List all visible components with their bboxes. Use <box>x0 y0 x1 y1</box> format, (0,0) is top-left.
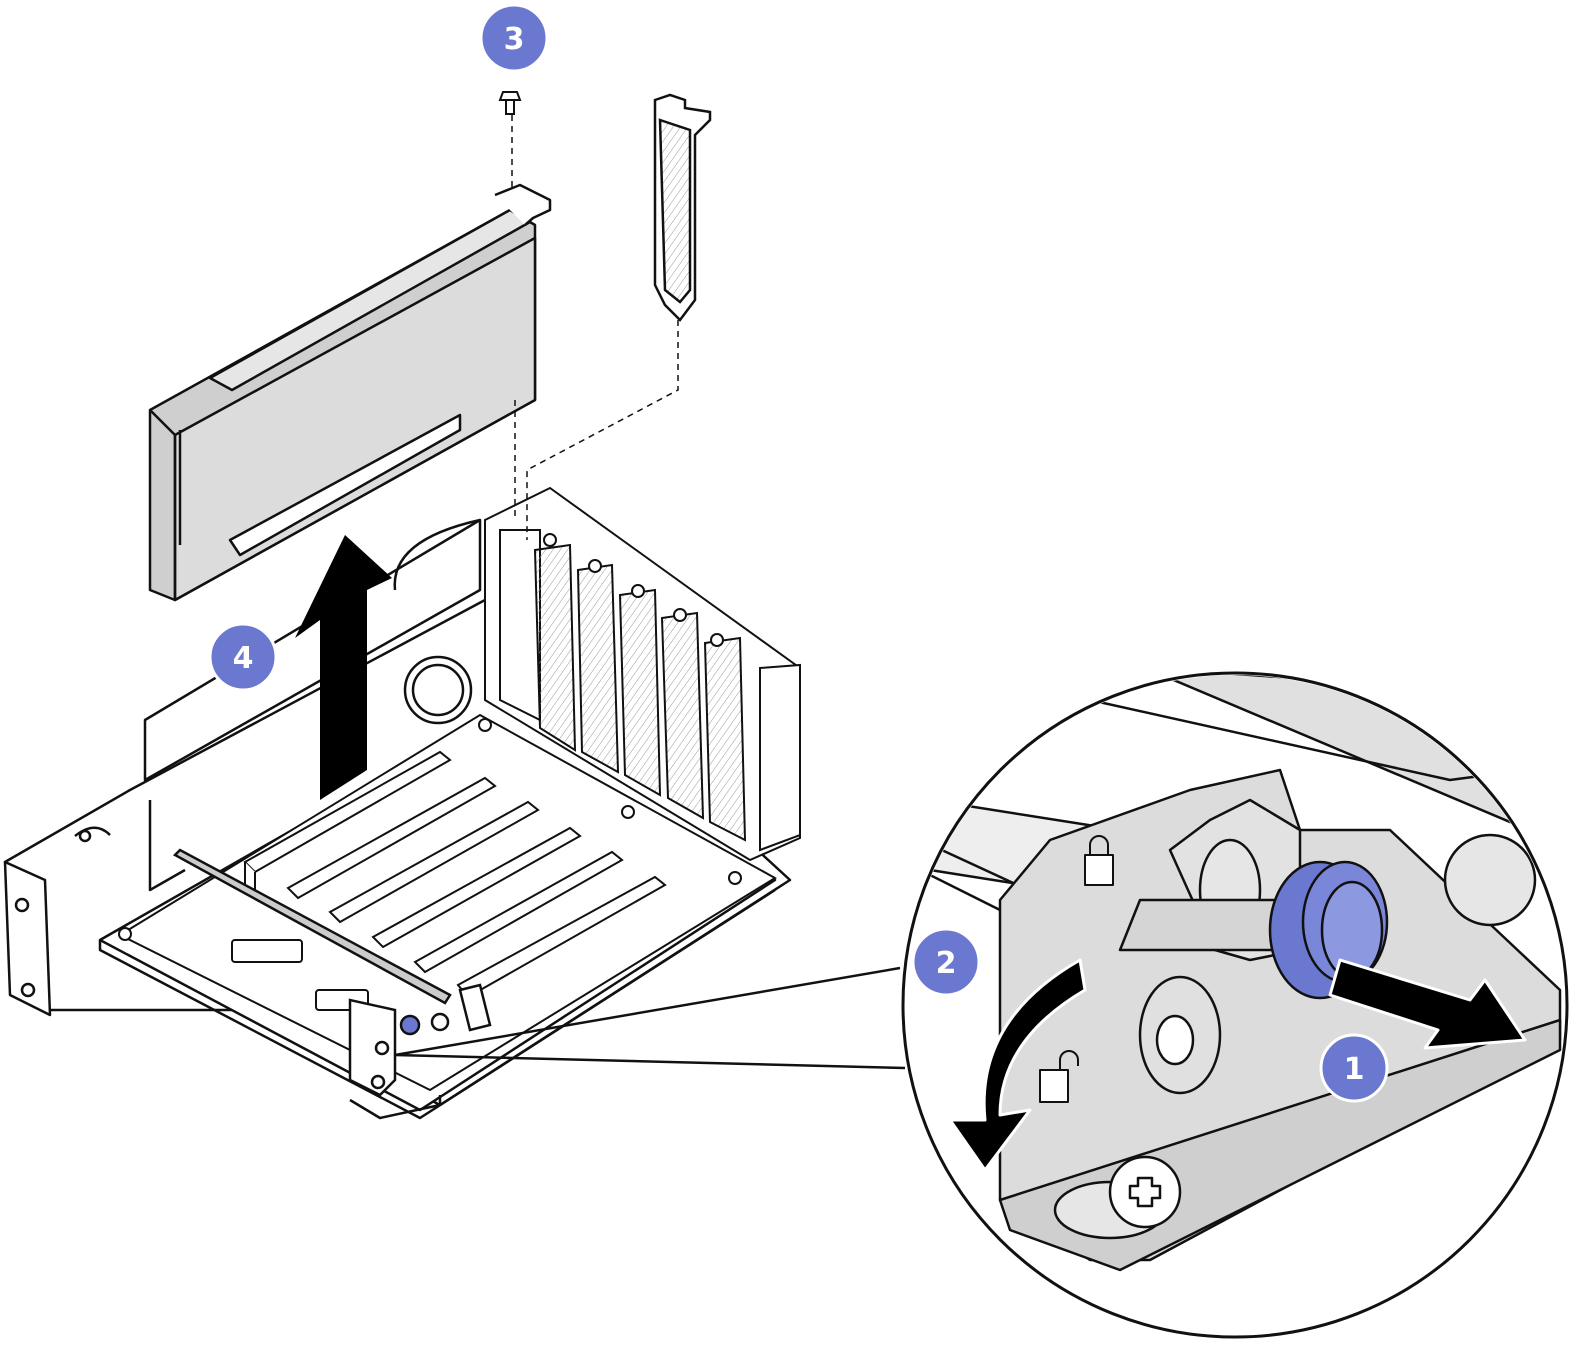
phillips-screw-icon <box>1128 1176 1162 1208</box>
pcie-adapter <box>148 183 552 602</box>
step-badge-1: 1 <box>1319 1033 1389 1103</box>
arrow-right-icon <box>1328 958 1527 1050</box>
step-3-label: 3 <box>504 22 525 57</box>
filler-bracket <box>653 93 712 322</box>
zoom-callout-lines <box>394 966 906 1070</box>
filler-bracket-slots <box>484 486 801 862</box>
guide-lines <box>511 115 679 540</box>
step-1-label: 1 <box>1344 1052 1365 1087</box>
plunger <box>399 1014 421 1036</box>
arrow-up-icon <box>295 535 392 800</box>
step-badge-3: 3 <box>479 3 549 73</box>
step-4-label: 4 <box>233 641 254 676</box>
step-badge-4: 4 <box>208 622 278 692</box>
step-2-label: 2 <box>936 946 957 981</box>
retention-latch <box>172 848 492 1097</box>
end-bracket <box>3 860 52 1017</box>
step-badge-2: 2 <box>911 927 981 997</box>
riser-board <box>117 713 777 1092</box>
lock-icon <box>1084 835 1114 886</box>
curved-arrow-icon <box>948 958 1087 1172</box>
unlock-icon <box>1039 1050 1079 1103</box>
screw-icon <box>498 91 522 115</box>
pcie-slots <box>243 750 667 999</box>
zoom-detail <box>901 671 1569 1339</box>
